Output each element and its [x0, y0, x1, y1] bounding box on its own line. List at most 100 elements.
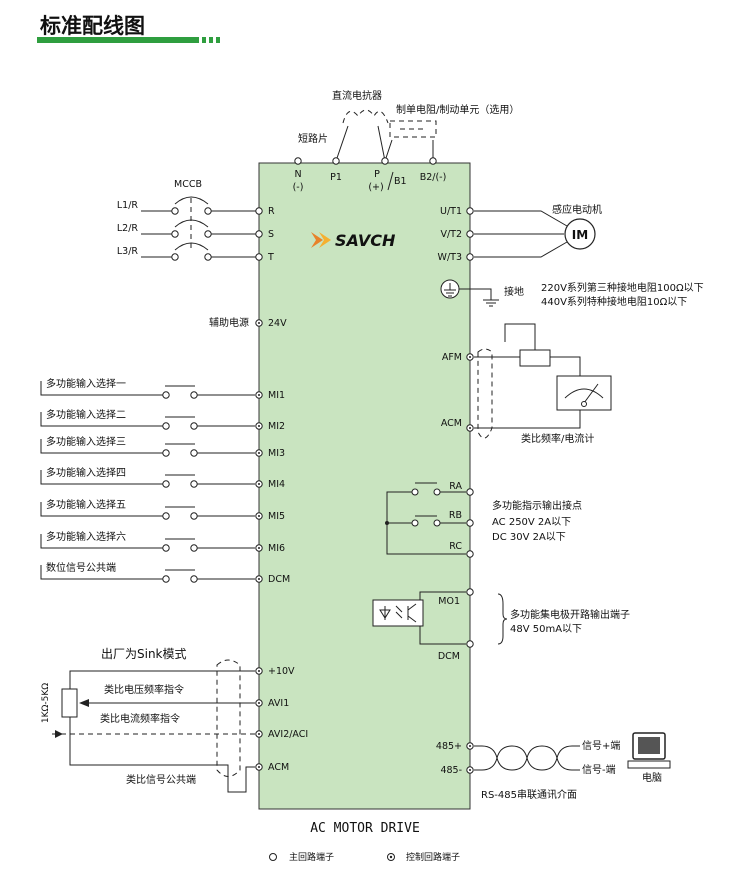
input-label: 多功能输入选择三 [46, 435, 126, 448]
terminal-t [255, 253, 263, 261]
svg-text:485-: 485- [440, 765, 462, 776]
rs485-label: RS-485串联通讯介面 [481, 789, 577, 801]
relay-spec-2: DC 30V 2A以下 [492, 532, 566, 543]
input-label: 多功能输入选择四 [46, 466, 126, 479]
signal-plus-label: 信号+端 [582, 739, 620, 752]
aux-power: 辅助电源 24V [209, 316, 287, 329]
svg-text:AFM: AFM [442, 352, 462, 363]
input-label: 数位信号公共端 [46, 561, 116, 574]
relay-output: RA RB RC 多功能指示输出接点 AC 250V 2A以下 DC 30V 2… [385, 481, 582, 558]
terminal-rb [466, 519, 474, 527]
mccb-label: MCCB [174, 179, 202, 190]
svg-text:AVI2/ACI: AVI2/ACI [268, 729, 308, 740]
svg-text:+10V: +10V [268, 666, 295, 677]
input-pin-label: MI6 [268, 543, 285, 554]
input-row: 多功能输入选择四 MI4 [40, 466, 285, 490]
drive-body [258, 162, 471, 810]
terminal-rc [466, 550, 474, 558]
motor-output: U/T1 V/T2 W/T3 IM 感应电动机 [438, 203, 602, 263]
ground-label: 接地 [504, 285, 524, 298]
input-label: 多功能输入选择六 [46, 530, 126, 543]
terminal-dcm-out [466, 640, 474, 648]
motor-label: 感应电动机 [552, 203, 602, 216]
page-title: 标准配线图 [40, 14, 145, 38]
open-collector: MO1 DCM 多功能集电极开路输出端子 48V 50mA以下 [372, 588, 630, 662]
terminal-u [466, 207, 474, 215]
svg-text:ACM: ACM [268, 762, 289, 773]
line-l3-label: L3/R [117, 246, 139, 257]
terminal-p [381, 157, 389, 165]
input-row: 数位信号公共端 DCM [40, 561, 290, 585]
svg-text:R: R [268, 206, 275, 217]
terminal-b2 [429, 157, 437, 165]
terminal-w [466, 253, 474, 261]
pc-label: 电脑 [642, 771, 662, 784]
svg-text:SAVCH: SAVCH [335, 231, 396, 250]
svg-text:W/T3: W/T3 [438, 252, 462, 263]
input-pin-label: MI2 [268, 421, 285, 432]
terminal-s [255, 230, 263, 238]
sink-mode-label: 出厂为Sink模式 [101, 647, 187, 661]
input-row: 多功能输入选择六 MI6 [40, 530, 285, 554]
drive-label: AC MOTOR DRIVE [310, 821, 420, 836]
input-pin-label: DCM [268, 574, 290, 585]
svg-text:S: S [268, 229, 274, 240]
svg-text:MO1: MO1 [438, 596, 460, 607]
pot-label: 1KΩ-5KΩ [41, 683, 51, 723]
svg-text:IM: IM [572, 228, 588, 242]
analog-output: AFM ACM 类比频率/电流计 [441, 323, 612, 445]
terminal-p1 [332, 157, 340, 165]
svg-text:RC: RC [449, 541, 462, 552]
title-dot-1 [202, 37, 206, 43]
legend-main-label: 主回路端子 [289, 851, 334, 863]
oc-spec: 48V 50mA以下 [510, 624, 582, 635]
relay-label: 多功能指示输出接点 [492, 499, 582, 512]
svg-text:ACM: ACM [441, 418, 462, 429]
terminal-ra [466, 488, 474, 496]
svg-text:(+): (+) [368, 182, 383, 193]
savch-logo: SAVCH [311, 231, 396, 250]
title-dot-2 [209, 37, 213, 43]
svg-text:V/T2: V/T2 [440, 229, 462, 240]
svg-text:(-): (-) [293, 182, 304, 193]
terminal-v [466, 230, 474, 238]
svg-text:B1: B1 [394, 176, 407, 187]
svg-text:P: P [374, 169, 380, 180]
input-label: 多功能输入选择五 [46, 498, 126, 511]
svg-text:24V: 24V [268, 318, 287, 329]
svg-text:AVI1: AVI1 [268, 698, 289, 709]
oc-label: 多功能集电极开路输出端子 [510, 608, 630, 621]
input-row: 多功能输入选择二 MI2 [40, 408, 285, 432]
shorting-label: 短路片 [298, 132, 328, 145]
brake-label: 制单电阻/制动单元（选用） [396, 103, 519, 116]
meter-label: 类比频率/电流计 [521, 432, 594, 445]
legend: 主回路端子 控制回路端子 [269, 851, 460, 863]
potentiometer-symbol [61, 688, 78, 718]
ground-note-1: 220V系列第三种接地电阻100Ω以下 [541, 281, 704, 294]
svg-text:N: N [294, 169, 301, 180]
input-row: 多功能输入选择五 MI5 [40, 498, 285, 522]
voltage-cmd-label: 类比电压频率指令 [104, 683, 184, 696]
analog-input: 出厂为Sink模式 +10V AVI1 AVI2/ACI ACM 1KΩ-5KΩ… [41, 647, 308, 793]
legend-main-symbol [269, 853, 277, 861]
terminal-n [294, 157, 302, 165]
legend-ctrl-label: 控制回路端子 [406, 851, 460, 863]
input-label: 多功能输入选择一 [46, 377, 126, 390]
signal-minus-label: 信号-端 [582, 763, 616, 776]
reactor-label: 直流电抗器 [332, 89, 382, 102]
motor-symbol [564, 218, 596, 250]
current-cmd-label: 类比电流频率指令 [100, 712, 180, 725]
input-label: 多功能输入选择二 [46, 408, 126, 421]
svg-text:U/T1: U/T1 [440, 206, 462, 217]
svg-text:P1: P1 [330, 172, 342, 183]
input-pin-label: MI4 [268, 479, 285, 490]
common-label: 类比信号公共端 [126, 773, 196, 786]
rs485: 485+ 485- 信号+端 信号-端 电脑 RS-485串联通讯介面 [436, 732, 671, 801]
svg-text:485+: 485+ [436, 741, 462, 752]
input-pin-label: MI5 [268, 511, 285, 522]
mains-input: MCCB L1/R L2/R L3/R R S T [117, 179, 275, 263]
line-l1-label: L1/R [117, 200, 139, 211]
